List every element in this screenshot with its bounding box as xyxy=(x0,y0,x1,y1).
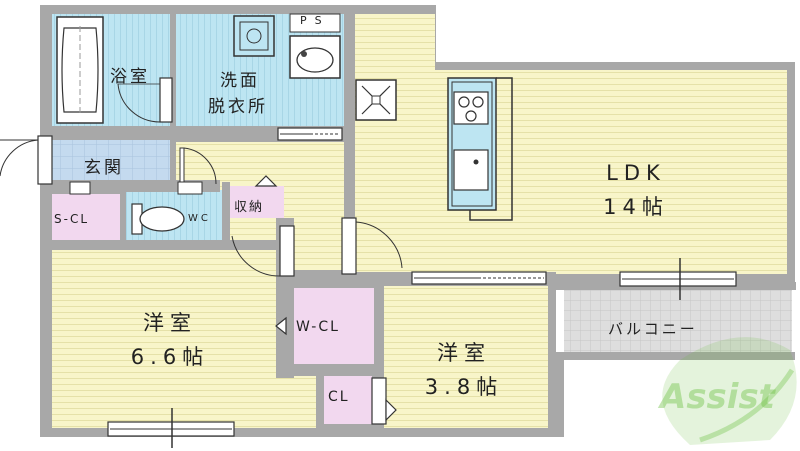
washing-machine-pan xyxy=(233,15,275,57)
closet-door xyxy=(371,377,387,425)
western-room-1-floor xyxy=(52,250,280,428)
wall xyxy=(222,182,230,242)
western-room-2-floor xyxy=(384,284,548,428)
ps-label: PS xyxy=(300,14,330,27)
storage-label: 収納 xyxy=(234,200,265,215)
ldk-door xyxy=(341,217,357,275)
toilet-label: WC xyxy=(188,213,211,224)
balcony-lower-wall xyxy=(556,352,795,437)
toilet-bowl xyxy=(139,206,185,232)
western-room-1-floor-b xyxy=(280,374,316,428)
sliding-door xyxy=(411,271,547,285)
wall xyxy=(44,126,344,140)
bath-door xyxy=(159,77,173,123)
western-room-1-size: 6.6帖 xyxy=(130,345,210,369)
bedroom-window xyxy=(107,408,235,448)
ldk-floor xyxy=(355,14,435,274)
western-room-1-name: 洋室 xyxy=(143,311,197,335)
washroom-label-line1: 洗面 xyxy=(220,71,260,91)
shoe-closet-floor xyxy=(52,194,120,242)
walk-in-closet-floor xyxy=(294,288,374,364)
bathtub-inner xyxy=(61,27,99,113)
wall xyxy=(170,10,176,130)
front-door xyxy=(37,135,53,185)
ldk-label: LDK 14帖 xyxy=(576,156,696,224)
walk-in-closet-label: W-CL xyxy=(296,319,340,335)
balcony-floor xyxy=(564,290,792,352)
bath-label: 浴室 xyxy=(110,67,150,87)
stove xyxy=(453,91,489,125)
ldk-name: LDK xyxy=(606,161,666,185)
ldk-size: 14帖 xyxy=(603,195,669,219)
wall xyxy=(44,240,284,250)
wall xyxy=(344,10,355,265)
washroom-label-line2: 脱衣所 xyxy=(208,97,268,117)
western-room-1-label: 洋室 6.6帖 xyxy=(110,306,230,374)
western-room-2-size: 3.8帖 xyxy=(424,375,504,399)
kitchen-sink xyxy=(453,149,489,191)
wall xyxy=(374,280,384,430)
entrance-floor xyxy=(52,140,170,180)
closet-label: CL xyxy=(328,389,350,405)
bedroom-door xyxy=(279,225,295,277)
wall xyxy=(316,370,324,430)
western-room-2-name: 洋室 xyxy=(437,341,491,365)
sliding-door xyxy=(277,127,343,141)
entrance-label: 玄関 xyxy=(84,158,124,178)
western-room-2-label: 洋室 3.8帖 xyxy=(404,336,524,404)
balcony-window xyxy=(619,258,737,300)
ps-box xyxy=(289,13,341,33)
storage-floor xyxy=(230,186,284,218)
shoe-closet-label: S-CL xyxy=(54,212,90,226)
balcony-label: バルコニー xyxy=(608,320,698,338)
wall xyxy=(284,364,380,376)
wall xyxy=(120,190,126,244)
closet-floor xyxy=(324,376,372,424)
